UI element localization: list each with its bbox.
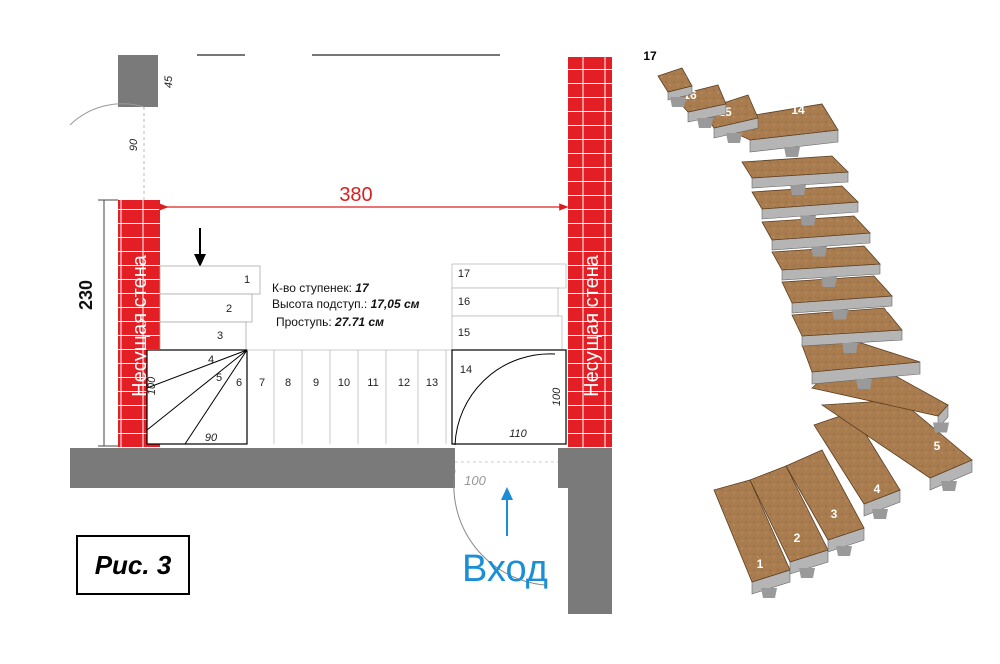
tread-label-17: 17 [643, 49, 657, 63]
tread-label-5: 5 [934, 439, 941, 453]
plan-step-label-2: 2 [226, 303, 232, 315]
left-wall-label: Несущая стена [129, 254, 151, 397]
tread-label-6: 6 [914, 376, 921, 390]
left-winder-landing [146, 349, 248, 445]
right-brick-wall [568, 57, 612, 448]
plan-step-label-13: 13 [426, 377, 438, 389]
info-tread: Проступь: 27.71 см [276, 315, 384, 329]
tread-support-2 [799, 568, 815, 578]
winder-line-4 [146, 349, 248, 389]
plan-step-label-15: 15 [458, 327, 470, 339]
tread-support-10 [821, 277, 837, 287]
right-wall-label: Несущая стена [581, 254, 603, 397]
door-100-dim: 100 [464, 473, 486, 488]
tread-support-17 [670, 97, 686, 107]
info-steps: К-во ступенек: 17 [272, 281, 370, 295]
plan-step-label-9: 9 [313, 377, 319, 389]
staircase-3d: 1234567891011121314151617 [643, 49, 973, 598]
plan-step-label-14: 14 [460, 364, 472, 376]
plan-step-label-16: 16 [458, 296, 470, 308]
plan-step-label-8: 8 [285, 377, 291, 389]
left-door-arc [69, 103, 145, 126]
tread-support-4 [872, 509, 888, 519]
tread-label-7: 7 [898, 335, 905, 349]
plan-step-label-10: 10 [338, 377, 350, 389]
landing-90-dim: 90 [205, 432, 218, 444]
tread-support-5 [941, 481, 957, 491]
tread-support-11 [811, 246, 827, 257]
plan-step-label-12: 12 [398, 377, 410, 389]
middle-flight [247, 349, 452, 444]
tread-support-1 [761, 588, 777, 598]
upper-left-post [118, 55, 158, 107]
plan-step-label-4: 4 [208, 354, 214, 366]
plan-step-label-3: 3 [217, 330, 223, 342]
plan-step-2 [159, 293, 253, 323]
plan-step-1 [159, 265, 261, 295]
entrance-arrow-icon [501, 487, 513, 500]
tread-label-13: 13 [822, 142, 836, 156]
tread-support-8 [842, 343, 858, 353]
start-arrow-icon [194, 254, 206, 267]
tread-label-14: 14 [791, 103, 805, 117]
tread-support-16 [697, 118, 713, 128]
plan-step-label-11: 11 [367, 377, 378, 389]
right-concrete-column [568, 488, 612, 614]
tread-support-9 [832, 309, 848, 320]
tread-12 [751, 185, 859, 210]
tread-10 [771, 245, 881, 271]
tread-support-13 [790, 185, 806, 195]
tread-label-4: 4 [874, 482, 881, 496]
plan-step-16 [451, 287, 559, 317]
tread-label-2: 2 [794, 531, 801, 545]
tread-9 [781, 275, 893, 304]
figure-label: Рис. 3 [76, 535, 190, 595]
plan-step-label-7: 7 [259, 377, 265, 389]
tread-8 [791, 307, 903, 337]
bottom-concrete-wall [70, 448, 455, 488]
wall-45-dim: 45 [163, 75, 175, 88]
plan-step-label-1: 1 [244, 274, 250, 286]
landing-100-right-dim: 100 [551, 387, 563, 406]
depth-dim: 230 [76, 280, 96, 310]
plan-step-label-5: 5 [216, 372, 222, 384]
landing-door-arc [454, 353, 556, 446]
winder-line-5 [146, 349, 248, 431]
entrance-door-arc [453, 469, 546, 586]
tread-support-7 [856, 379, 872, 389]
tread-label-3: 3 [831, 507, 838, 521]
tread-17 [657, 67, 693, 93]
tread-label-1: 1 [757, 557, 764, 571]
landing-110-dim: 110 [509, 428, 527, 440]
right-landing [451, 349, 567, 445]
tread-label-8: 8 [886, 301, 893, 315]
tread-13 [741, 155, 849, 179]
tread-3 [785, 449, 865, 541]
winder-line-6 [184, 349, 248, 445]
plan-step-3 [159, 321, 247, 351]
tread-support-6 [933, 422, 949, 433]
plan-step-15 [451, 315, 563, 351]
right-concrete-block [558, 448, 612, 488]
tread-support-15 [726, 133, 742, 143]
entrance-label: Вход [462, 548, 548, 590]
landing-100-left-dim: 100 [146, 376, 158, 395]
tread-support-12 [800, 215, 816, 226]
door-90-dim: 90 [128, 138, 140, 151]
width-dim: 380 [339, 184, 372, 206]
tread-11 [761, 215, 871, 241]
info-riser: Высота подступ.: 17,05 см [272, 297, 420, 311]
tread-support-14 [784, 147, 800, 157]
tread-support-3 [836, 546, 852, 556]
plan-step-label-17: 17 [458, 268, 470, 280]
plan-step-17 [451, 263, 567, 289]
plan-step-label-6: 6 [236, 377, 242, 389]
